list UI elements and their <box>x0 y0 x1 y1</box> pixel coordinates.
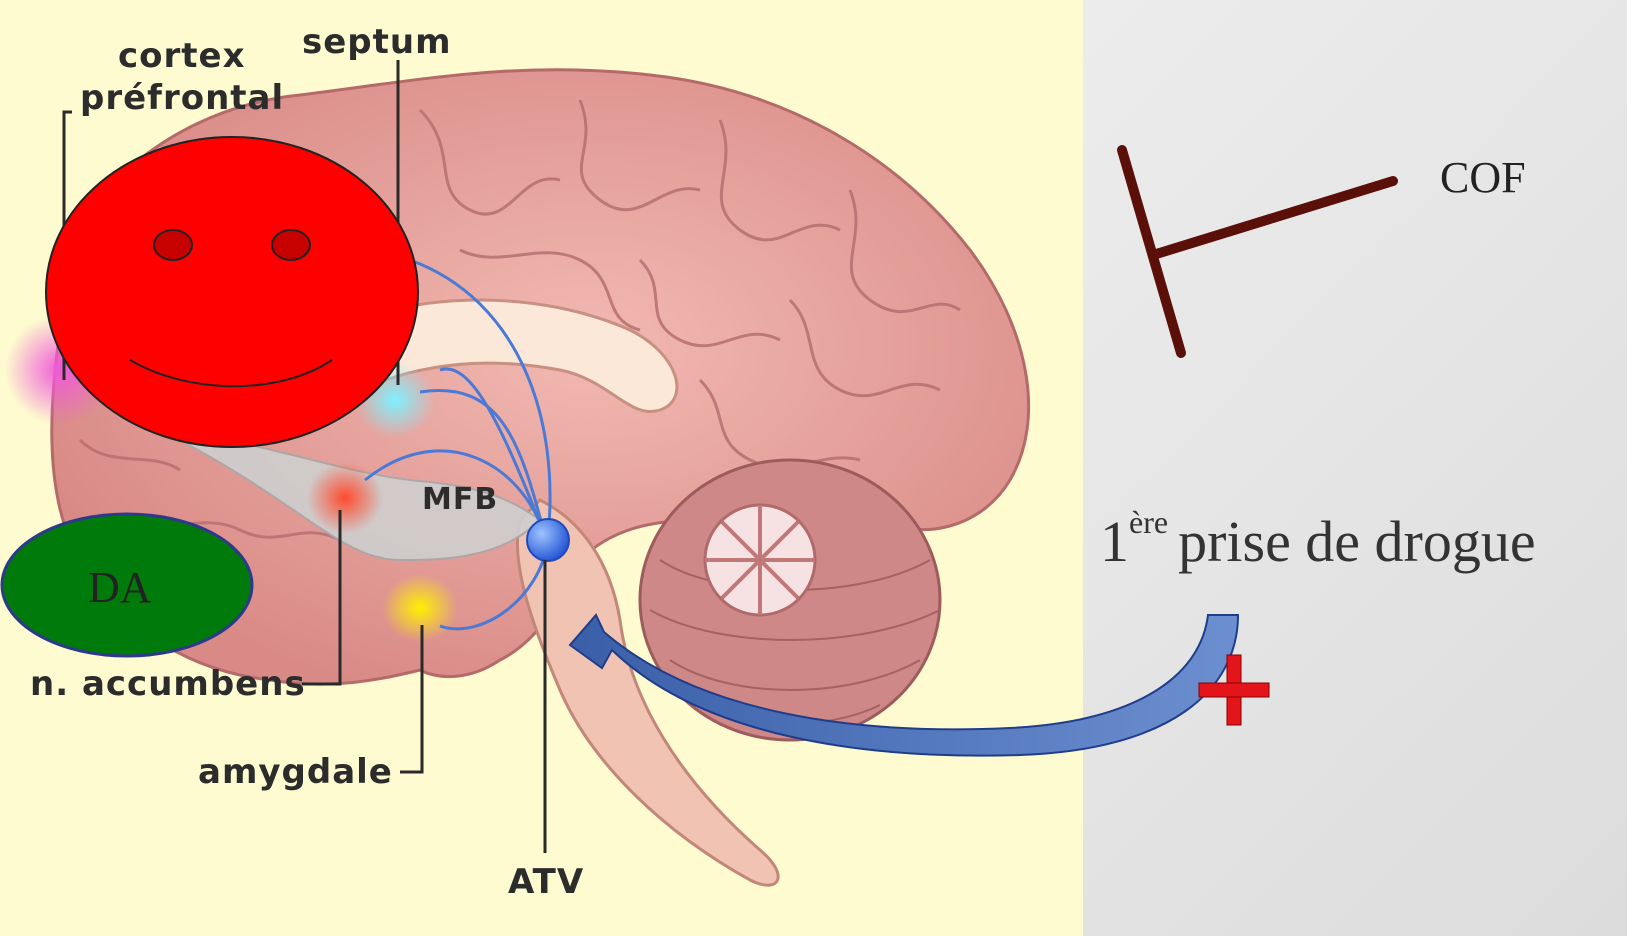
da-text: DA <box>88 562 152 613</box>
label-amygdale: amygdale <box>198 752 393 792</box>
drug-caption-superscript: ère <box>1129 504 1168 540</box>
cof-text: COF <box>1440 152 1526 203</box>
label-mfb: MFB <box>422 482 498 517</box>
label-septum: septum <box>302 22 452 62</box>
label-atv: ATV <box>508 862 584 902</box>
drug-caption-text: prise de drogue <box>1178 509 1536 574</box>
drug-caption-number: 1 <box>1100 509 1129 574</box>
atv-nucleus <box>527 519 569 561</box>
label-prefrontal: préfrontal <box>80 78 284 118</box>
accumbens-glow <box>307 462 383 534</box>
inhibition-t-bar-icon <box>1122 150 1393 353</box>
amygdale-glow <box>382 574 458 642</box>
label-accumbens: n. accumbens <box>30 664 306 704</box>
smiley-face-icon <box>46 137 418 447</box>
label-cortex: cortex <box>118 36 246 76</box>
